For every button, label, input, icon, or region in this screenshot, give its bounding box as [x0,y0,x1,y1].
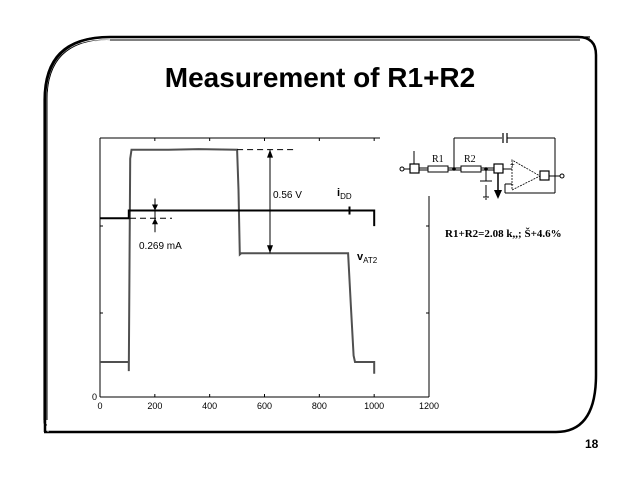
resistor-r2 [460,165,482,173]
arrow-current-up [152,218,158,225]
annotation-voltage: 0.56 V [273,190,302,201]
resistor-r1 [427,165,449,173]
x-tick-label: 1200 [419,401,439,411]
label-r1: R1 [432,154,444,165]
ground-arrow [494,190,502,199]
x-tick-label: 200 [147,401,162,411]
circuit-output-terminal [559,173,565,179]
arrow-up [267,149,273,158]
chart-axes: 0 200 400 600 800 1000 1200 0 [92,137,439,411]
circuit-switch-1 [409,163,420,174]
annotation-current: 0.269 mA [139,241,182,252]
slide-title: Measurement of R1+R2 [164,62,476,93]
chart-annotations: 0.56 V 0.269 mA [100,149,302,254]
opamp-minus-label: - [511,180,514,189]
circuit-input-terminal [399,166,405,172]
circuit-switch-2 [493,163,504,174]
x-tick-label: 600 [257,401,272,411]
label-r2: R2 [464,154,476,165]
series-iDD [100,209,376,227]
series-label-vAT2: vAT2 [357,251,378,265]
x-tick-label: 400 [202,401,217,411]
circuit-switch-3 [539,170,550,181]
opamp [511,159,541,191]
x-tick-label: 800 [312,401,327,411]
series-vAT2 [100,148,376,374]
arrow-current-down [152,204,158,211]
x-tick-label: 0 [97,401,102,411]
opamp-plus-label: + [510,160,515,169]
circuit-diagram: R1 R2 + - [399,133,565,200]
result-text: R1+R2=2.08 k,,; Š+4.6% [445,228,562,240]
series-label-iDD: iDD [337,187,352,201]
y-tick-label: 0 [92,392,97,402]
x-tick-label: 1000 [364,401,384,411]
arrow-down [267,245,273,254]
chart-series: vAT2 iDD [100,148,378,374]
page-number: 18 [585,437,599,451]
